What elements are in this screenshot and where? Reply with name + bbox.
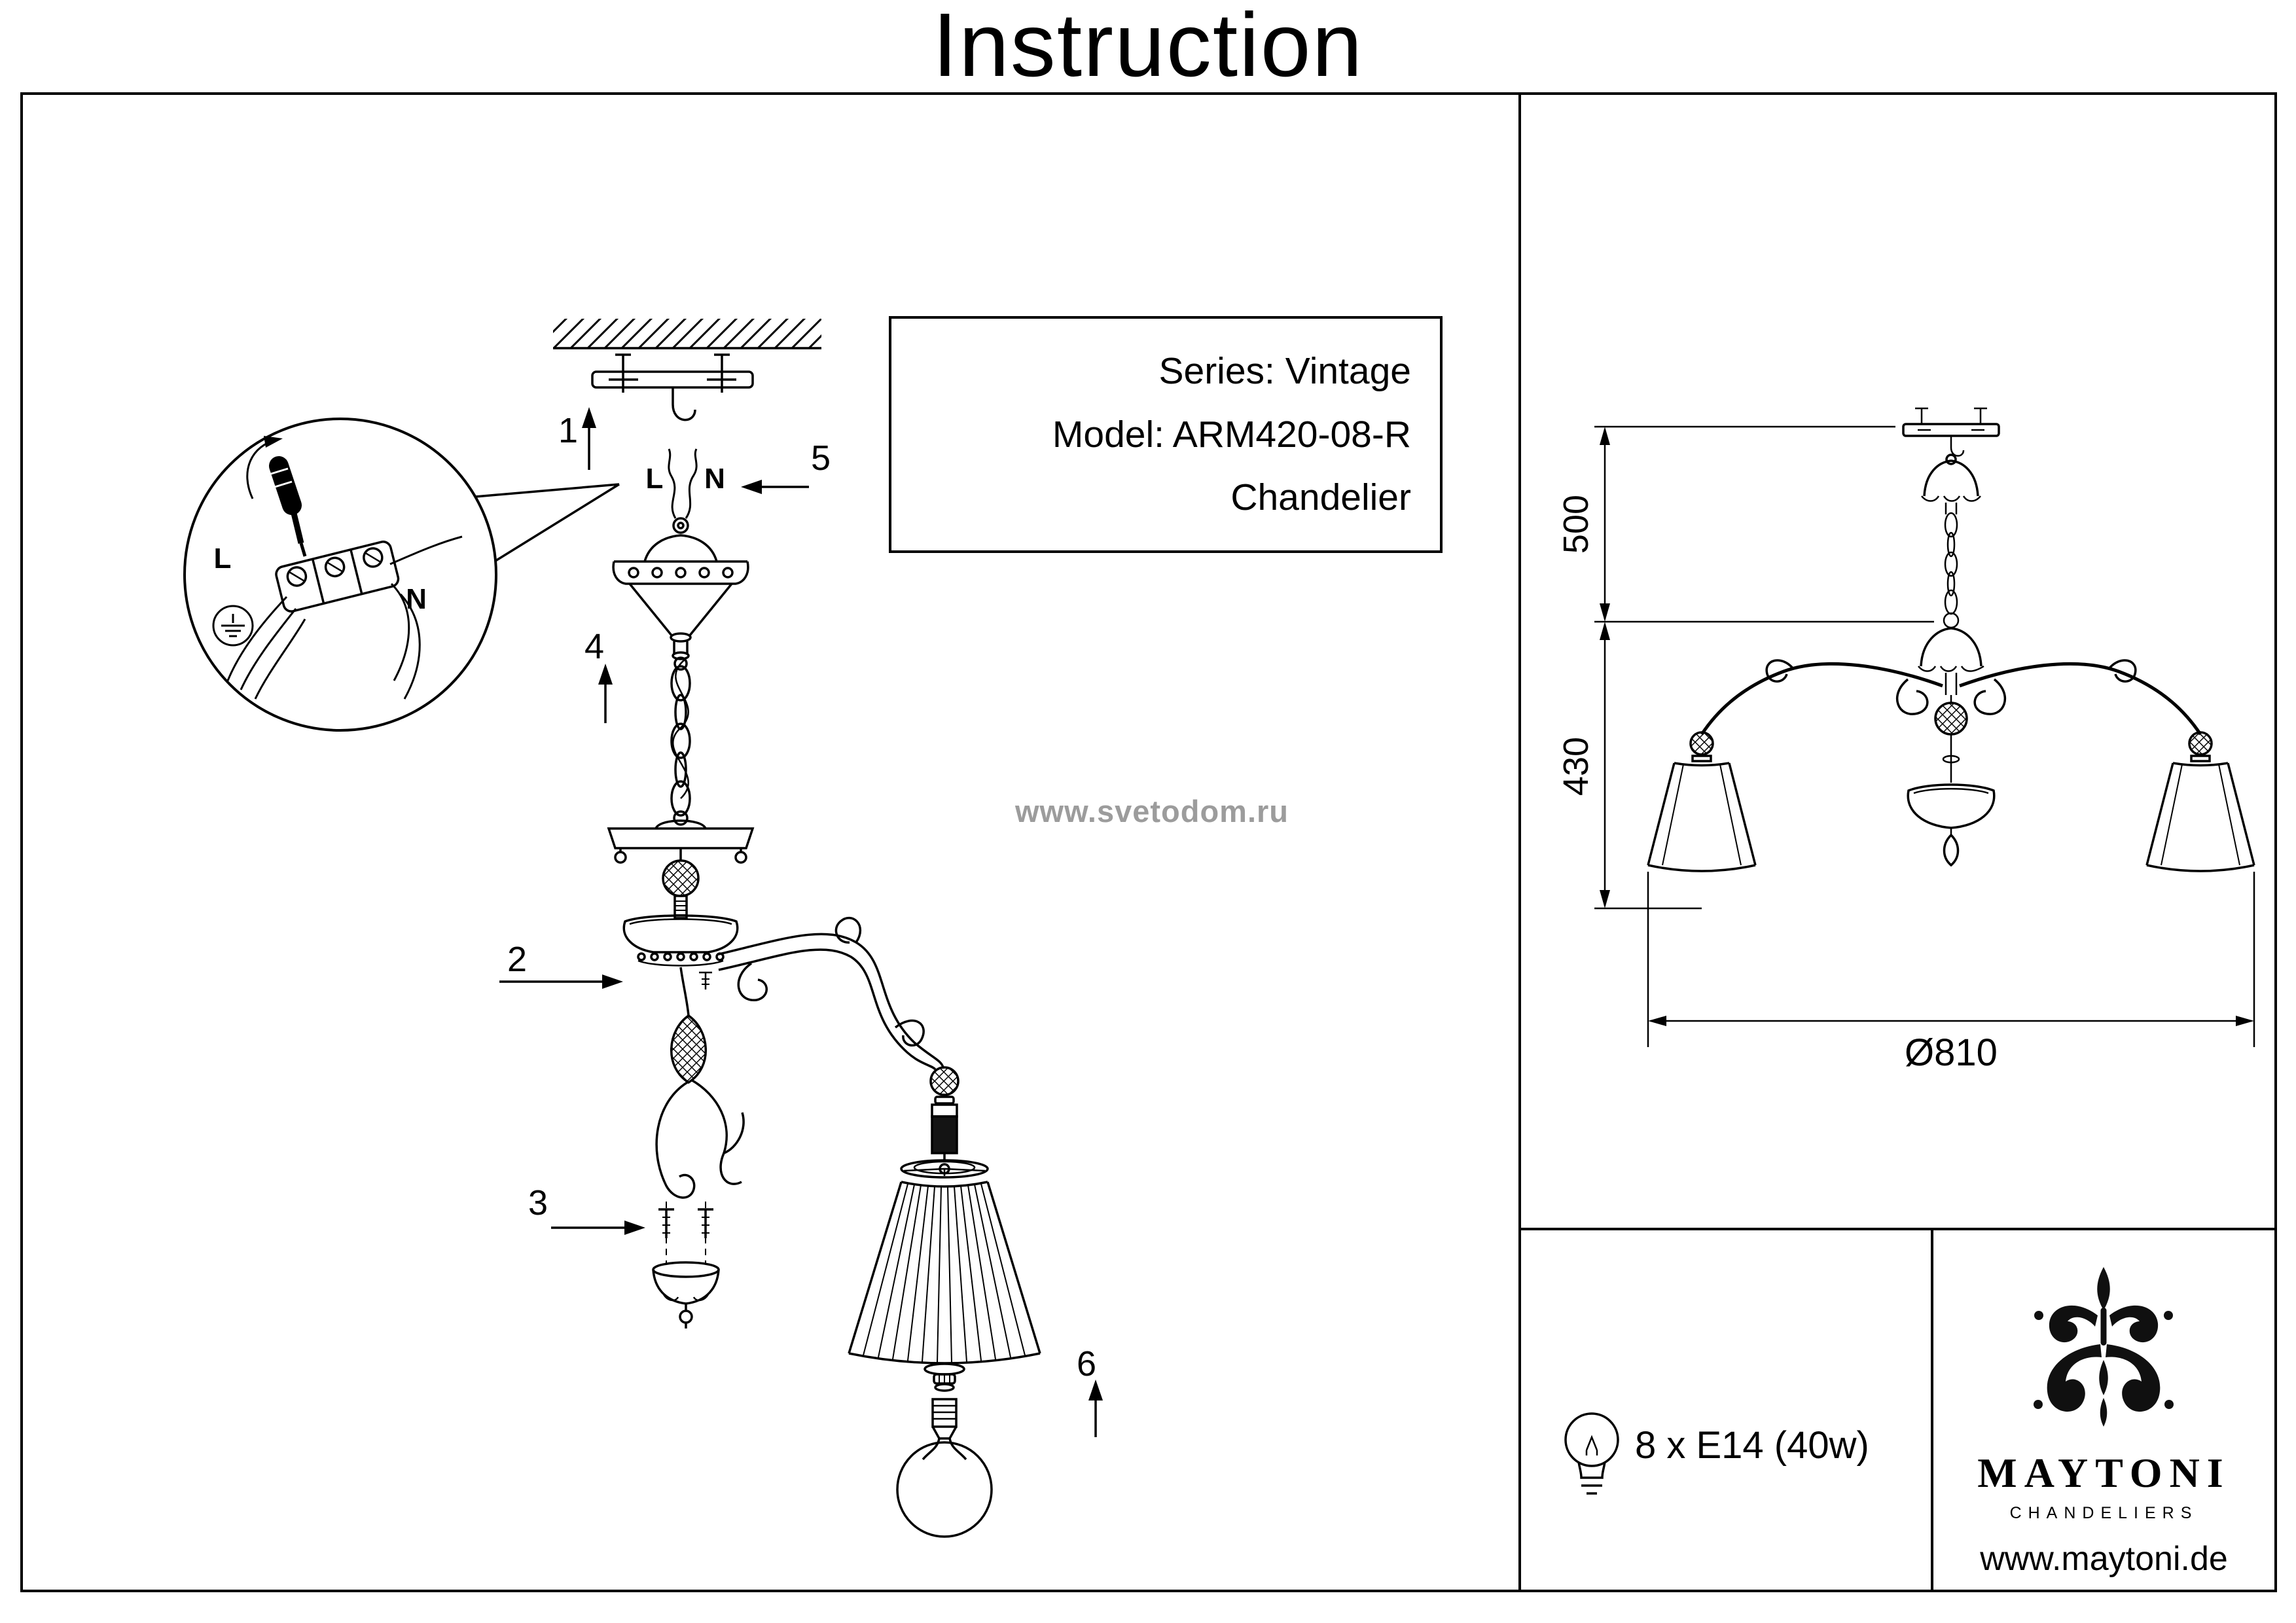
dim-810-line <box>1647 872 2255 1047</box>
dim-810-label: Ø810 <box>1905 1031 1998 1074</box>
info-series: Series: Vintage <box>1158 349 1411 392</box>
info-product: Chandelier <box>1230 476 1411 519</box>
dim-shade-right <box>2145 731 2255 872</box>
info-model: Model: ARM420-08-R <box>1052 413 1411 455</box>
detail-label-neutral: N <box>406 583 427 615</box>
chandelier-arm <box>718 916 944 1071</box>
detail-label-live: L <box>214 543 232 575</box>
main-frame <box>20 92 2277 1592</box>
assembly-diagram <box>183 319 1103 1538</box>
light-bulb <box>896 1398 993 1538</box>
step-1-arrow <box>582 407 596 470</box>
terminal-block <box>275 541 400 613</box>
brand-name: MAYTONI <box>1977 1450 2231 1496</box>
dim-chandelier <box>1700 627 2202 867</box>
ceiling-hatch <box>553 319 821 349</box>
dim-430-label: 430 <box>1556 737 1596 796</box>
dim-chain <box>1943 512 1960 629</box>
step-5-label: 5 <box>811 438 831 478</box>
wiring-detail-circle <box>183 418 620 732</box>
chandelier-body <box>622 848 739 990</box>
step-3-arrow <box>551 1221 645 1235</box>
step-2-arrow <box>499 974 623 989</box>
brand-website: www.maytoni.de <box>1980 1540 2228 1578</box>
canopy <box>612 517 749 660</box>
dimension-drawing <box>1594 407 2255 1047</box>
step-3-label: 3 <box>528 1183 548 1222</box>
step-6-label: 6 <box>1077 1344 1096 1383</box>
step-6-arrow <box>1088 1380 1103 1437</box>
wire-label-neutral: N <box>704 463 725 495</box>
brand-ornament <box>2034 1267 2174 1427</box>
bulb-icon <box>1564 1412 1619 1495</box>
bulb-spec-text: 8 x E14 (40w) <box>1635 1424 1869 1467</box>
dim-500-line <box>1594 425 1934 623</box>
finial-cup <box>652 1202 720 1329</box>
flower-finial <box>655 967 745 1199</box>
step-4-arrow <box>598 664 613 723</box>
chain <box>670 656 691 817</box>
shade-finial <box>924 1363 965 1392</box>
rotation-arrow-icon <box>246 436 283 499</box>
page-title: Instruction <box>932 0 1364 96</box>
power-wires <box>668 448 698 519</box>
detail-wires <box>226 535 463 700</box>
ground-symbol-icon <box>212 605 254 647</box>
screwdriver <box>269 456 307 557</box>
step-5-arrow <box>741 480 809 494</box>
step-4-label: 4 <box>584 627 604 666</box>
mounting-bracket <box>591 353 754 421</box>
step-2-label: 2 <box>507 940 527 979</box>
lamp-socket <box>929 1066 960 1162</box>
hanger-plate <box>607 810 755 864</box>
dim-500-label: 500 <box>1556 495 1596 554</box>
brand-tagline: CHANDELIERS <box>2009 1504 2198 1522</box>
detail-pointer <box>475 483 620 562</box>
lampshade <box>848 1159 1041 1364</box>
wire-label-live: L <box>646 463 664 495</box>
watermark: www.svetodom.ru <box>1014 794 1289 829</box>
dim-bracket <box>1902 407 2000 457</box>
brand-block: MAYTONI CHANDELIERS www.maytoni.de <box>1932 1229 2276 1592</box>
dim-canopy <box>1921 454 1981 514</box>
info-box: Series: Vintage Model: ARM420-08-R Chand… <box>889 316 1443 553</box>
step-1-label: 1 <box>558 411 578 450</box>
dim-shade-left <box>1647 731 1757 872</box>
